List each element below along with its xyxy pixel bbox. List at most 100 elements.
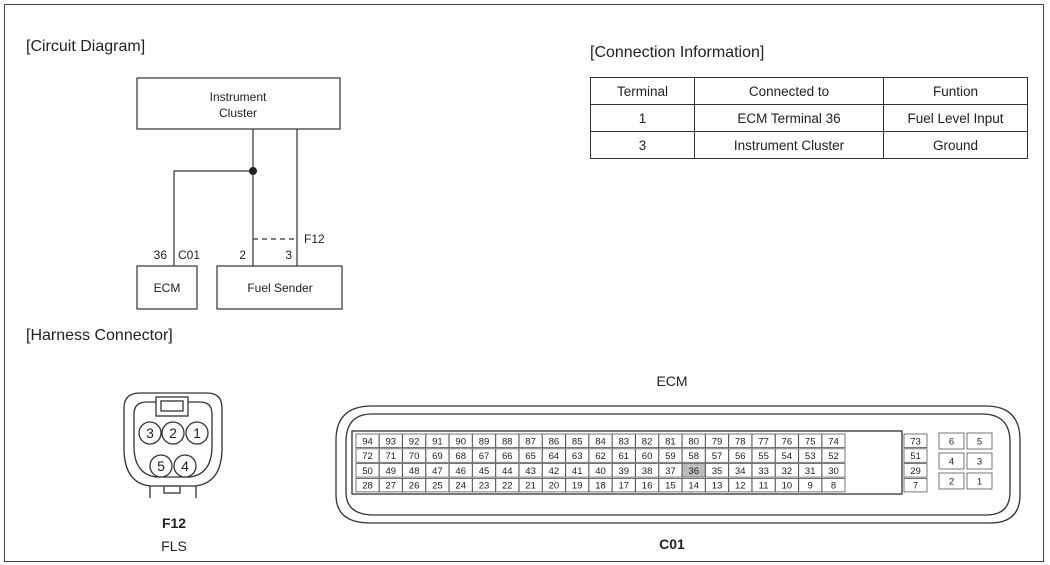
f12-pin-5 (149, 454, 173, 478)
ecm-pin: 10 (782, 481, 793, 492)
cluster-label-line2: Cluster (219, 106, 257, 120)
ecm-main-block (351, 430, 903, 495)
ecm-pin: 68 (455, 451, 466, 462)
ecm-outer-shell (335, 405, 1021, 524)
header-connected-to: Connected to (694, 77, 884, 105)
ecm-pin: 40 (595, 466, 606, 477)
ecm-pin-box (903, 463, 928, 478)
cell-function: Ground (883, 131, 1028, 159)
circuit-diagram (136, 77, 343, 310)
f12-connector (123, 392, 223, 498)
ecm-pin: 75 (805, 436, 816, 447)
ecm-pin: 66 (502, 451, 513, 462)
ecm-pin: 84 (595, 436, 606, 447)
ecm-pin: 65 (525, 451, 536, 462)
ecm-pin: 33 (758, 466, 769, 477)
ecm-pin: 39 (619, 466, 630, 477)
ecm-pin: 38 (642, 466, 653, 477)
f12-pin-4 (173, 454, 197, 478)
fuel-sender-box (216, 265, 343, 310)
ecm-pin: 76 (782, 436, 793, 447)
ecm-pin: 42 (549, 466, 560, 477)
ecm-connector-body (335, 405, 1021, 524)
harness-connector-title: [Harness Connector] (26, 327, 173, 344)
ecm-pin: 13 (712, 481, 723, 492)
cell-terminal: 1 (590, 104, 695, 132)
ecm-pin: 92 (409, 436, 420, 447)
ecm-pin: 2 (949, 477, 954, 488)
ecm-pin: 79 (712, 436, 723, 447)
f12-pin-numbers: 3 2 1 5 4 (146, 425, 201, 474)
ecm-pin: 4 (949, 457, 954, 468)
table-header-row: Terminal Connected to Funtion (590, 77, 1028, 105)
ecm-pin: 58 (688, 451, 699, 462)
ecm-pin: 29 (910, 466, 921, 477)
ecm-pin: 44 (502, 466, 513, 477)
ecm-pin: 74 (828, 436, 839, 447)
ecm-pin: 64 (549, 451, 560, 462)
ecm-pin: 12 (735, 481, 746, 492)
ecm-pin-box (966, 452, 993, 470)
ecm-pin: 36 (688, 466, 699, 477)
ecm-pin: 23 (479, 481, 490, 492)
cell-connected-to: ECM Terminal 36 (694, 104, 884, 132)
ecm-pin: 35 (712, 466, 723, 477)
ecm-connector-title: ECM (656, 373, 687, 389)
ecm-pin: 41 (572, 466, 583, 477)
ecm-pin: 61 (619, 451, 630, 462)
circuit-diagram-title: [Circuit Diagram] (26, 38, 146, 55)
ecm-pin-box (821, 433, 846, 448)
ecm-pin: 1 (977, 477, 982, 488)
ecm-pin-box (903, 433, 928, 448)
ecm-pin: 14 (688, 481, 699, 492)
cell-connected-to: Instrument Cluster (694, 131, 884, 159)
ecm-pin: 85 (572, 436, 583, 447)
ecm-pin: 17 (619, 481, 630, 492)
f12-pin-number: 3 (146, 425, 154, 441)
ecm-pin: 94 (362, 436, 373, 447)
ecm-pin: 62 (595, 451, 606, 462)
ecm-pin: 19 (572, 481, 583, 492)
f12-pin-1 (185, 421, 209, 445)
ecm-pin: 47 (432, 466, 443, 477)
ecm-pin: 57 (712, 451, 723, 462)
ecm-pin-box (821, 477, 846, 493)
connection-info-title: [Connection Information] (590, 44, 765, 61)
ecm-pin: 30 (828, 466, 839, 477)
ecm-connector-label: C01 (659, 536, 685, 552)
f12-pin-number: 2 (169, 425, 177, 441)
ecm-pin: 77 (758, 436, 769, 447)
ecm-pin: 71 (386, 451, 397, 462)
header-terminal: Terminal (590, 77, 695, 105)
ecm-pin-box (966, 472, 993, 490)
ecm-pin: 87 (525, 436, 536, 447)
cluster-label-line1: Instrument (210, 90, 267, 104)
ecm-pin: 59 (665, 451, 676, 462)
fs-pin-a-label: 2 (239, 248, 246, 262)
instrument-cluster-box (136, 77, 341, 130)
table-row: 3 Instrument Cluster Ground (590, 131, 1028, 159)
ecm-pin: 81 (665, 436, 676, 447)
table-row: 1 ECM Terminal 36 Fuel Level Input (590, 104, 1028, 132)
ecm-pin-box (938, 472, 965, 490)
ecm-pin: 80 (688, 436, 699, 447)
connection-table: Terminal Connected to Funtion 1 ECM Term… (590, 77, 1028, 159)
ecm-pin: 24 (455, 481, 466, 492)
ecm-pin: 73 (910, 436, 921, 447)
fs-pin-b-label: 3 (285, 248, 292, 262)
ecm-pin: 45 (479, 466, 490, 477)
ecm-pin: 90 (455, 436, 466, 447)
ecm-connector-label: C01 (178, 248, 200, 262)
ecm-pin: 93 (386, 436, 397, 447)
ecm-pin-box (966, 432, 993, 450)
ecm-pin: 82 (642, 436, 653, 447)
ecm-pin: 67 (479, 451, 490, 462)
f12-lock-tab-inner (160, 400, 184, 412)
ecm-pin: 11 (759, 481, 769, 492)
ecm-pin: 55 (758, 451, 769, 462)
ecm-pin: 49 (386, 466, 397, 477)
ecm-pin: 5 (977, 437, 982, 448)
ecm-pin: 18 (595, 481, 606, 492)
